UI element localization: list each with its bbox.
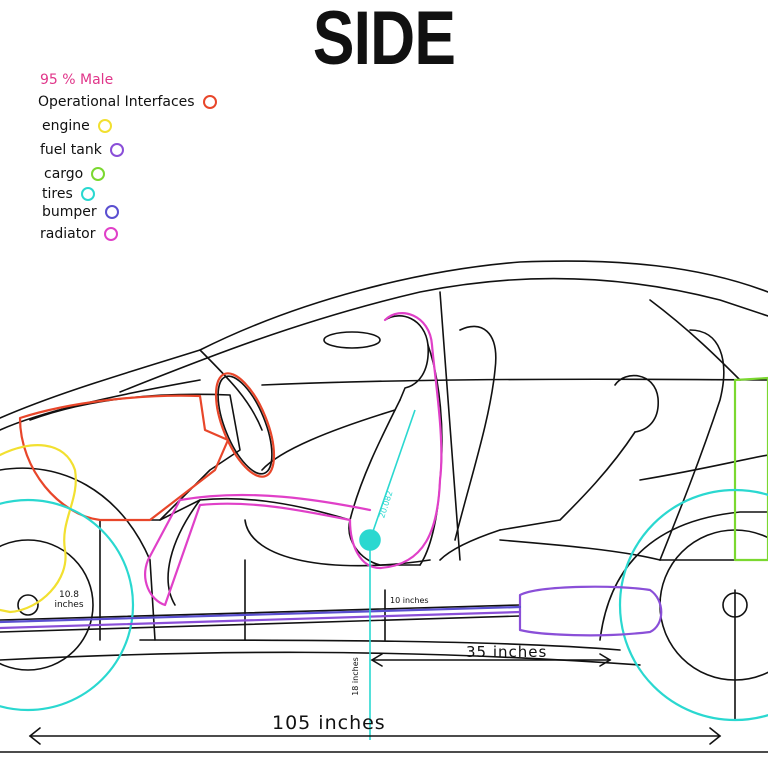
rocker-panel-lower	[0, 615, 521, 633]
car-roofline	[0, 260, 768, 419]
legend-item-tires: tires	[42, 186, 95, 202]
passenger-seat-base	[499, 539, 661, 561]
total-length-arrowhead-left	[28, 727, 41, 745]
legend-swatch-icon	[104, 205, 119, 219]
legend-swatch-icon	[91, 167, 106, 181]
driver-seat-back	[454, 325, 497, 541]
windshield-line	[199, 349, 263, 431]
legend-item-bumper: bumper	[42, 204, 119, 220]
bumper-purple-line	[0, 610, 522, 630]
rearview-mirror	[323, 331, 381, 349]
legend-label: fuel tank	[40, 142, 102, 158]
passenger-torso	[499, 431, 636, 531]
legend-item-operational-interfaces: Operational Interfaces	[38, 94, 217, 110]
radiator-outline	[144, 312, 443, 607]
legend-title: 95 % Male	[40, 72, 114, 88]
rear-tire-outline	[618, 488, 768, 722]
door-pillar	[439, 291, 461, 561]
steering-wheel-outline	[214, 372, 276, 478]
legend-label: radiator	[40, 226, 96, 242]
front-wheel-hub	[17, 594, 39, 616]
wheel-height-label: 10.8 inches	[54, 590, 84, 610]
torso-line	[369, 409, 416, 541]
rocker-panel	[0, 604, 521, 621]
legend-label: bumper	[42, 204, 97, 220]
hip-height-label: 18 inches	[350, 657, 360, 696]
rear-wheel-rim	[659, 529, 768, 681]
legend-item-radiator: radiator	[40, 226, 118, 242]
seat-to-rear-label: 35 inches	[466, 643, 548, 661]
seat-to-rear-arrowhead-left	[370, 653, 383, 667]
legend-swatch-icon	[109, 143, 124, 157]
lower-body	[0, 651, 641, 666]
legend-item-cargo: cargo	[44, 166, 106, 182]
driver-thigh	[159, 497, 351, 521]
fuel-tank-outline	[518, 585, 663, 637]
legend-label: engine	[42, 118, 90, 134]
bumper-outline	[0, 605, 522, 624]
front-wheel-arch	[0, 467, 156, 641]
total-length-label: 105 inches	[272, 712, 386, 734]
passenger-leg	[439, 529, 501, 561]
steering-wheel	[217, 375, 273, 475]
cargo-outline	[733, 376, 768, 562]
seat-to-rear-arrowhead-right	[599, 653, 612, 667]
page-title: SIDE	[312, 0, 456, 81]
legend-swatch-icon	[80, 187, 95, 201]
belt-line	[261, 378, 768, 386]
floor-line	[139, 639, 621, 651]
driver-arm	[261, 409, 396, 471]
rear-wheel-arch	[599, 511, 768, 641]
legend-swatch-icon	[202, 95, 217, 109]
passenger-head	[614, 374, 659, 433]
hip-point-icon	[359, 529, 381, 551]
front-wheel-rim	[0, 539, 94, 671]
rear-pillar	[649, 299, 741, 381]
car-roofline-inner	[119, 277, 768, 393]
legend-item-fuel-tank: fuel tank	[40, 142, 124, 158]
legend-swatch-icon	[97, 119, 112, 133]
driver-shin	[167, 499, 201, 606]
front-tire-outline	[0, 498, 135, 712]
legend-label: tires	[42, 186, 73, 202]
legend-swatch-icon	[103, 227, 118, 241]
driver-head	[384, 315, 429, 401]
driver-seat-base	[244, 519, 431, 567]
legend-label: cargo	[44, 166, 84, 182]
total-length-arrowhead-right	[709, 727, 722, 745]
legend-label: Operational Interfaces	[38, 94, 195, 110]
passenger-seat	[659, 329, 725, 561]
rear-door-line	[639, 454, 768, 481]
legend-item-engine: engine	[42, 118, 112, 134]
ground-clearance-label: 10 inches	[390, 596, 429, 605]
engine-outline	[0, 444, 77, 614]
dashboard	[29, 393, 241, 521]
